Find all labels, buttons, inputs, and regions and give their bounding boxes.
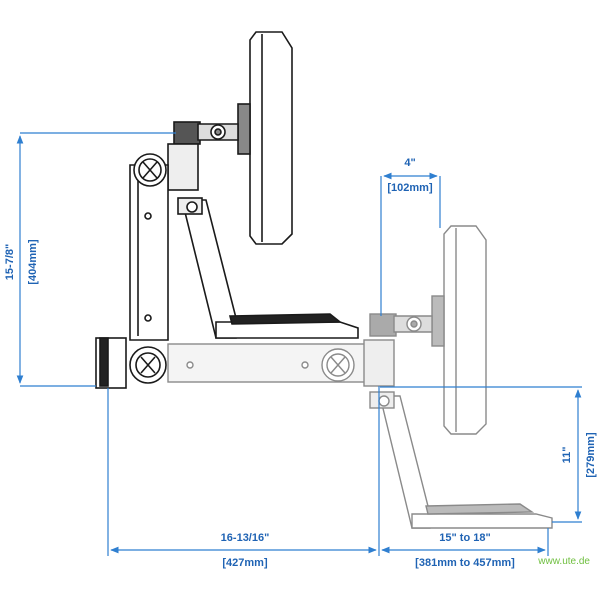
extension-metric: [381mm to 457mm]: [415, 557, 515, 569]
lowered-monitor: [443, 225, 487, 435]
lowered-keyboard-tray: [411, 513, 553, 529]
dimension-lines: [16, 132, 582, 556]
base-depth-imperial: 16-13/16": [221, 532, 270, 544]
min-height-metric: [279mm]: [585, 432, 597, 478]
raised-monitor-bracket: [173, 121, 239, 145]
extension-imperial: 15" to 18": [439, 532, 490, 544]
arm-offset-imperial: 4": [404, 157, 415, 169]
arm-offset-metric: [102mm]: [387, 182, 433, 194]
raised-mount: [95, 31, 359, 389]
base-depth-metric: [427mm]: [222, 557, 268, 569]
min-height-imperial: 11": [561, 447, 573, 464]
max-height-metric: [404mm]: [27, 239, 39, 285]
raised-column: [129, 164, 169, 341]
lowered-mount: [167, 225, 553, 529]
max-height-imperial: 15-7/8": [4, 244, 16, 280]
raised-monitor: [249, 31, 293, 245]
raised-post: [167, 143, 199, 191]
watermark: www.ute.de: [537, 556, 590, 567]
